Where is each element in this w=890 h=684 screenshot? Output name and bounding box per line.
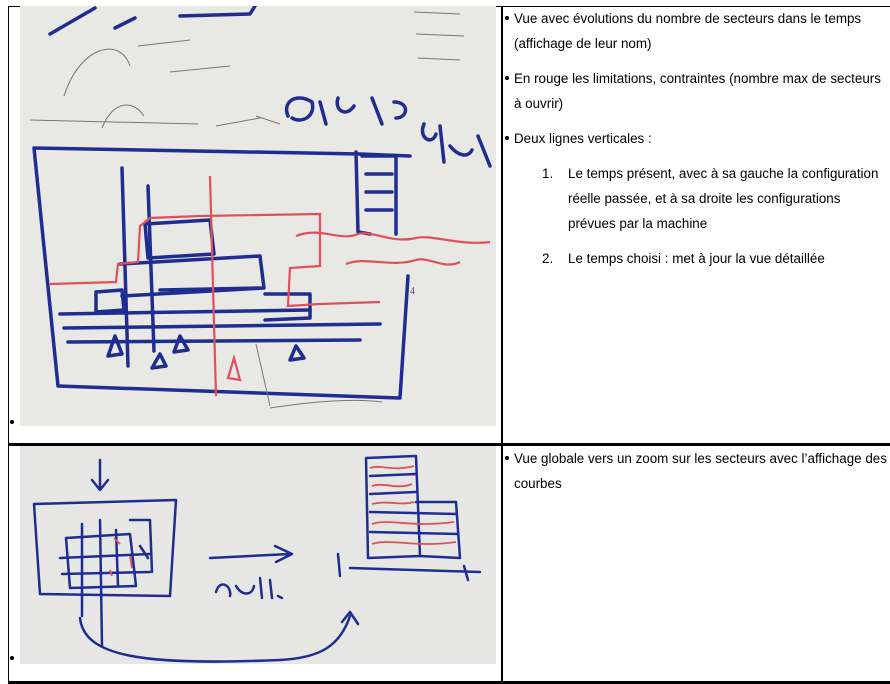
- list-item-temps-present: 1. Le temps présent, avec à sa gauche la…: [504, 161, 890, 236]
- bullet-lignes-verticales: Deux lignes verticales :: [504, 126, 890, 151]
- pencil-digit: 4: [410, 286, 415, 297]
- timeline-sketch-photo: 4: [20, 6, 496, 426]
- row1-text-cell: Vue avec évolutions du nombre de secteur…: [504, 6, 890, 281]
- row1-sketch-cell: [8, 6, 502, 443]
- table-rule-bottom: [8, 681, 890, 684]
- zoom-sketch-photo: [20, 446, 496, 664]
- timeline-sketch-drawing: 4: [20, 6, 496, 426]
- table-rule-left: [8, 6, 9, 684]
- row2-text-cell: Vue globale vers un zoom sur les secteur…: [504, 446, 890, 506]
- row2-sketch-cell: [8, 446, 502, 681]
- list-item-temps-choisi: 2. Le temps choisi : met à jour la vue d…: [504, 246, 890, 271]
- pencil-annotations: [29, 11, 465, 409]
- bullet-limitations-rouge: En rouge les limitations, contraintes (n…: [504, 66, 890, 116]
- bullet-vue-globale: Vue globale vers un zoom sur les secteur…: [504, 446, 890, 496]
- red-ink-strokes: [109, 465, 457, 577]
- blue-ink-strokes: [32, 454, 482, 663]
- zoom-sketch-drawing: [20, 446, 496, 664]
- vertical-lines-list: 1. Le temps présent, avec à sa gauche la…: [504, 161, 890, 271]
- list-number: 2.: [542, 251, 554, 266]
- cell-bullet-marker: [10, 656, 14, 660]
- cell-bullet-marker: [10, 420, 14, 424]
- list-item-text: Le temps choisi : met à jour la vue déta…: [568, 251, 825, 266]
- bullet-vue-evolutions: Vue avec évolutions du nombre de secteur…: [504, 6, 890, 56]
- table-rule-middle: [8, 443, 890, 446]
- list-item-text: Le temps présent, avec à sa gauche la co…: [568, 166, 879, 231]
- red-ink-strokes: [49, 175, 491, 397]
- list-number: 1.: [542, 166, 554, 181]
- table-rule-center: [501, 6, 503, 684]
